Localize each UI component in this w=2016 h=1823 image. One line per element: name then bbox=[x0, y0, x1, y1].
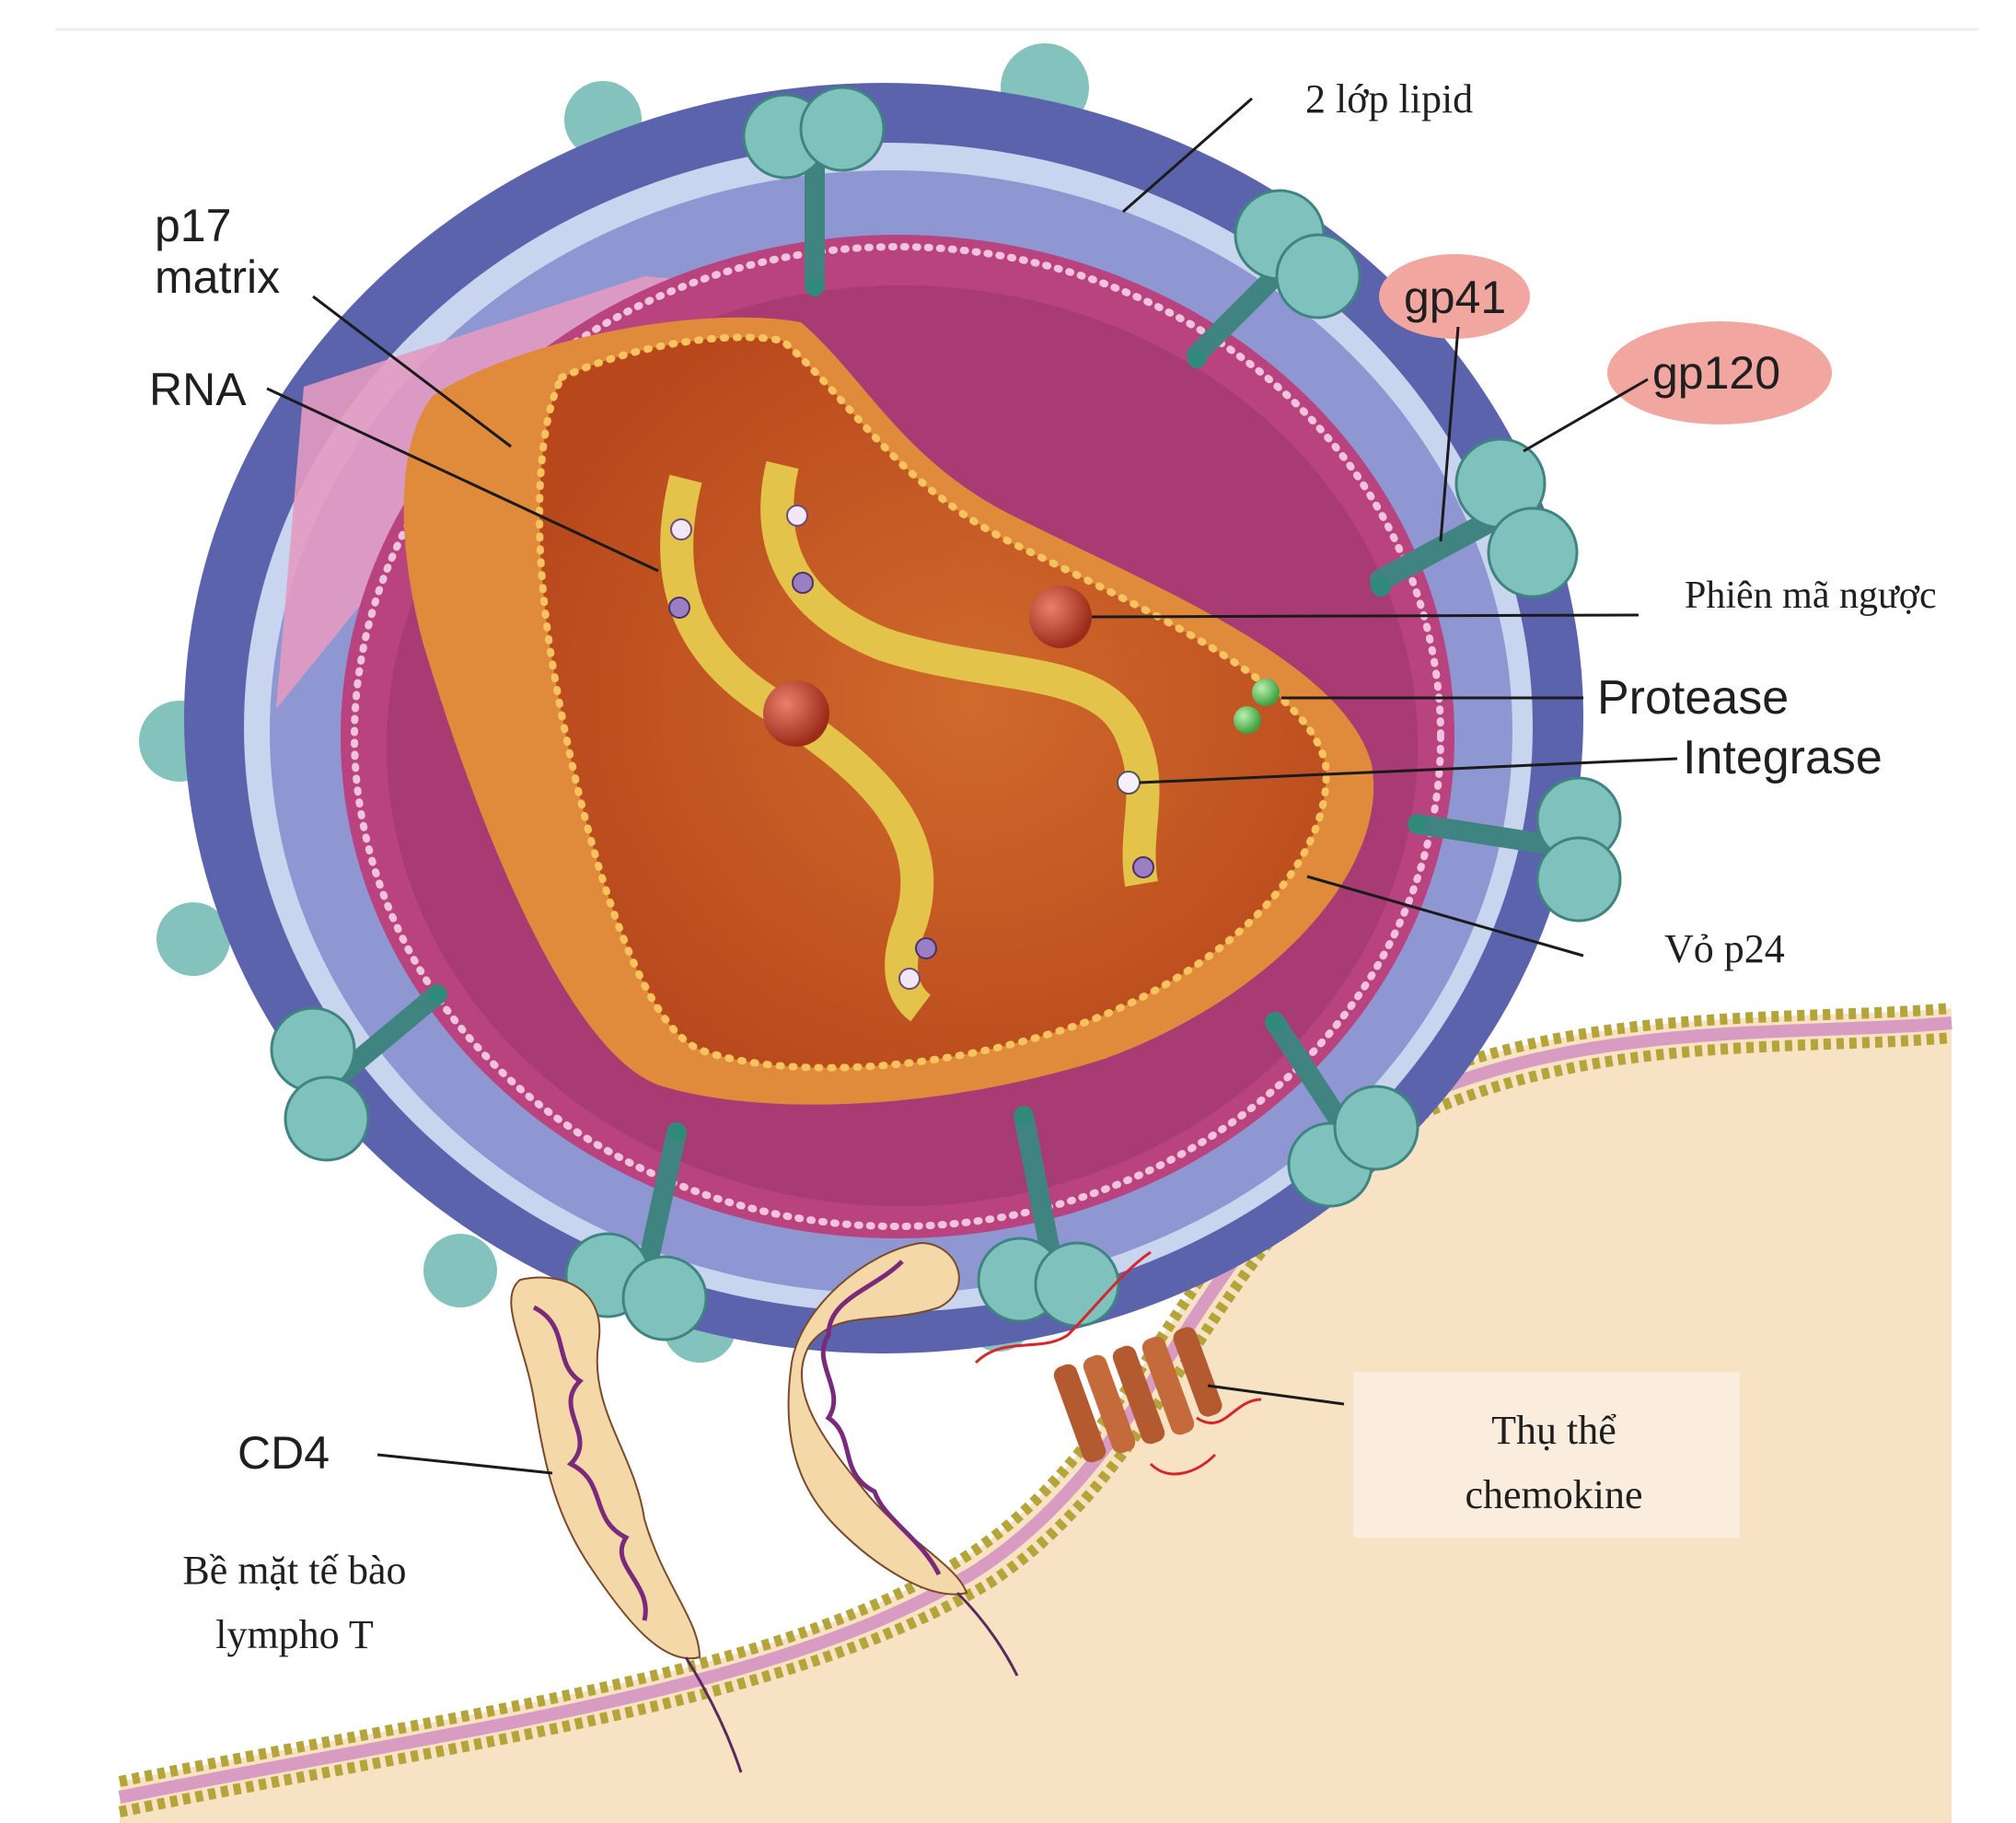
labels: 2 lớp lipid p17 matrix RNA gp41 gp120 Ph… bbox=[149, 76, 1937, 1657]
reverse-transcriptase-molecule-2 bbox=[763, 680, 829, 747]
spike bbox=[742, 86, 886, 296]
virion bbox=[139, 43, 1622, 1363]
spike bbox=[977, 1106, 1120, 1328]
chemokine-loops bbox=[974, 1250, 1262, 1476]
chemokine-label-box bbox=[1353, 1372, 1740, 1538]
envelope-spikes bbox=[270, 86, 1622, 1341]
t-cell-body bbox=[120, 1008, 1952, 1823]
label-cd4: CD4 bbox=[238, 1427, 330, 1479]
capsid-dots bbox=[536, 333, 1330, 1072]
reverse-transcriptase-molecule bbox=[1029, 586, 1092, 648]
label-reverse-transcriptase: Phiên mã ngược bbox=[1685, 575, 1937, 617]
spike bbox=[270, 984, 447, 1162]
cd4-receptors bbox=[510, 1241, 1019, 1773]
t-cell bbox=[118, 1003, 1952, 1823]
spike bbox=[1265, 1012, 1419, 1208]
t-cell-membrane-inner bbox=[118, 1032, 1952, 1817]
rna-strands bbox=[660, 460, 1160, 1022]
cd4-tail-2 bbox=[956, 1591, 1019, 1677]
cd4-receptor-1-coil bbox=[532, 1305, 648, 1621]
label-gp120: gp120 bbox=[1652, 347, 1780, 399]
label-p17-line1: p17 bbox=[155, 200, 231, 251]
leader-lines bbox=[266, 97, 1678, 1475]
label-cell-surface-line2: lympho T bbox=[215, 1612, 374, 1657]
label-chemokine-line2: chemokine bbox=[1465, 1472, 1642, 1517]
label-integrase: Integrase bbox=[1683, 731, 1883, 784]
rna-strand-1 bbox=[660, 474, 934, 1022]
spike bbox=[564, 1122, 708, 1341]
rna-strand-2 bbox=[760, 460, 1160, 887]
label-p17-line2: matrix bbox=[155, 251, 280, 303]
label-protease: Protease bbox=[1597, 671, 1789, 725]
t-cell-membrane-outer bbox=[118, 1003, 1952, 1787]
label-rna: RNA bbox=[149, 364, 247, 415]
protease-molecule bbox=[1234, 679, 1280, 734]
label-gp41: gp41 bbox=[1404, 272, 1506, 323]
spike-gp120 bbox=[1370, 437, 1579, 598]
label-capsid-p24: Vỏ p24 bbox=[1664, 926, 1785, 971]
cd4-receptor-2 bbox=[787, 1241, 968, 1596]
label-lipid-bilayer: 2 lớp lipid bbox=[1305, 76, 1473, 122]
p17-matrix-dots bbox=[351, 243, 1444, 1230]
cd4-tail-1 bbox=[684, 1656, 743, 1773]
label-cell-surface-line1: Bề mặt tế bào bbox=[182, 1548, 406, 1593]
spike bbox=[1187, 189, 1361, 368]
rna-proteins bbox=[668, 505, 1154, 990]
gp120-highlight bbox=[1607, 321, 1832, 424]
gp41-highlight bbox=[1379, 254, 1530, 339]
integrase-molecule bbox=[1117, 771, 1141, 795]
cd4-receptor-1 bbox=[510, 1276, 701, 1660]
label-chemokine-line1: Thụ thể bbox=[1491, 1408, 1616, 1453]
chemokine-receptor bbox=[974, 1250, 1262, 1476]
cutaway-panel bbox=[276, 276, 865, 709]
cd4-receptor-2-coil bbox=[820, 1260, 942, 1576]
spike bbox=[1408, 776, 1622, 923]
